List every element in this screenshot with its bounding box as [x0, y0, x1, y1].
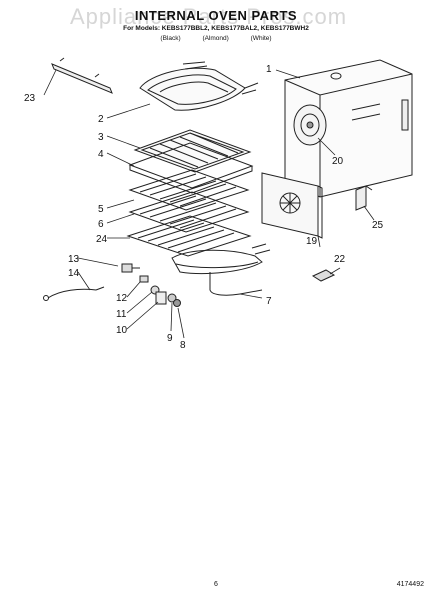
part-7-bake-element: [171, 243, 271, 296]
callout-22: 22: [334, 254, 346, 265]
color-black: (Black): [160, 35, 181, 42]
part-6-oven-rack: [128, 191, 250, 233]
part-8-cover: [173, 299, 181, 307]
callout-5: 5: [98, 204, 104, 215]
callout-6: 6: [98, 219, 104, 230]
callout-8: 8: [180, 340, 186, 351]
part-10-light-lens: [155, 291, 167, 305]
watermark: Appliance Parts Pros.com: [70, 4, 348, 29]
document-number: 4174492: [396, 581, 424, 588]
callout-13: 13: [68, 254, 80, 265]
callout-4: 4: [98, 149, 104, 160]
part-22-bracket: [311, 269, 336, 282]
part-25-bracket: [355, 185, 373, 211]
callout-7: 7: [266, 296, 272, 307]
leader-lines: [43, 69, 375, 339]
callout-20: 20: [332, 156, 344, 167]
part-13-probe-jack: [121, 263, 140, 273]
callout-10: 10: [116, 325, 128, 336]
page-number: 6: [214, 581, 218, 588]
model-list: For Models: KEBS177BBL2, KEBS177BAL2, KE…: [123, 25, 309, 32]
color-white: (White): [250, 35, 272, 42]
part-14-wire-harness: [43, 286, 105, 301]
callout-23: 23: [24, 93, 36, 104]
color-list: (Black) (Almond) (White): [0, 35, 432, 42]
callout-9: 9: [167, 333, 173, 344]
part-1-oven-cavity: [284, 59, 413, 198]
part-5-oven-rack: [128, 169, 250, 211]
callout-19: 19: [306, 236, 318, 247]
part-24-rack-support: [126, 215, 252, 257]
part-12-socket: [139, 275, 149, 283]
callout-3: 3: [98, 132, 104, 143]
callout-numbers: 1 2 3 4 5 6 7 8 9 10 11 12 13 14 19 20 2…: [24, 64, 384, 351]
part-4-broiler-pan: [128, 142, 254, 194]
callout-12: 12: [116, 293, 128, 304]
part-3-oven-rack: [133, 129, 252, 173]
callout-14: 14: [68, 268, 80, 279]
callout-25: 25: [372, 220, 384, 231]
callout-11: 11: [116, 309, 127, 320]
part-23-rack-guide: [51, 57, 113, 94]
callout-24: 24: [96, 234, 108, 245]
part-2-broil-element: [139, 61, 259, 111]
callout-1: 1: [266, 64, 272, 75]
callout-2: 2: [98, 114, 104, 125]
part-9-bulb: [167, 293, 177, 303]
part-20-fan-assembly: [293, 104, 327, 146]
page-title: INTERNAL OVEN PARTS: [134, 8, 298, 23]
color-almond: (Almond): [202, 35, 229, 42]
